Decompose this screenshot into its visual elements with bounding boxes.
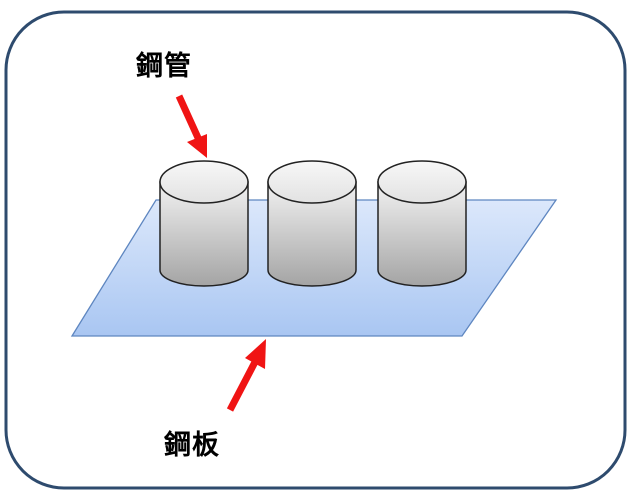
steel-pipe-cylinder-3: [377, 160, 467, 287]
steel-pipe-cylinder-2: [267, 160, 357, 287]
steel-plate-label: 鋼板: [164, 430, 220, 461]
steel-plate-arrow: [226, 339, 266, 412]
steel-pipe-label: 鋼管: [136, 51, 192, 82]
steel-pipe-arrow: [175, 94, 207, 158]
steel-pipe-cylinder-1: [159, 160, 249, 287]
